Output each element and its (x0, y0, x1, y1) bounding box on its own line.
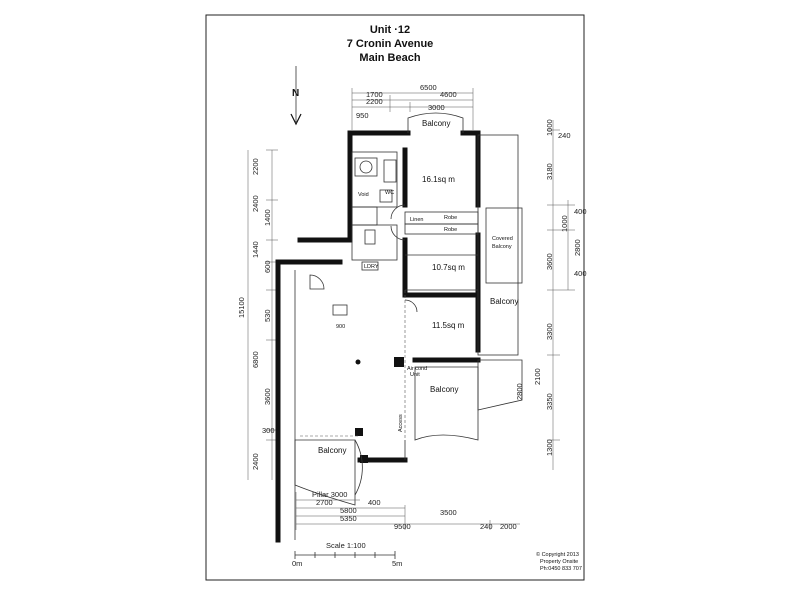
svg-text:5350: 5350 (340, 514, 357, 523)
svg-text:530: 530 (263, 309, 272, 322)
covered-balcony-label-2: Balcony (492, 244, 512, 250)
svg-text:2000: 2000 (500, 522, 517, 531)
copyright-line-3: Ph:0450 833 707 (540, 566, 582, 572)
svg-text:240: 240 (480, 522, 493, 531)
svg-text:4600: 4600 (440, 90, 457, 99)
svg-text:2400: 2400 (251, 195, 260, 212)
linen-label: Linen (410, 217, 423, 223)
svg-text:3600: 3600 (545, 253, 554, 270)
svg-text:2200: 2200 (251, 158, 260, 175)
title-street: 7 Cronin Avenue (347, 38, 434, 50)
svg-text:1000: 1000 (560, 215, 569, 232)
svg-text:950: 950 (356, 111, 369, 120)
svg-text:2700: 2700 (316, 498, 333, 507)
bedroom-2-area: 10.7sq m (432, 263, 465, 272)
balcony-bottom-label: Balcony (318, 446, 346, 455)
balcony-mid-label: Balcony (430, 385, 458, 394)
bedroom-1-area: 16.1sq m (422, 175, 455, 184)
robe-1-label: Robe (444, 215, 457, 221)
balcony-top-label: Balcony (422, 119, 450, 128)
svg-text:400: 400 (574, 207, 587, 216)
copyright-line-2: Property Onsite (540, 559, 578, 565)
svg-text:3500: 3500 (440, 508, 457, 517)
balconies (294, 112, 523, 506)
svg-text:3600: 3600 (263, 388, 272, 405)
aircon-label: Air cond (407, 366, 427, 372)
svg-text:5800: 5800 (340, 506, 357, 515)
svg-text:3300: 3300 (545, 323, 554, 340)
bedroom-3-area: 11.5sq m (432, 321, 465, 330)
access-label: Access (398, 414, 404, 432)
copyright-line-1: © Copyright 2013 (536, 551, 579, 558)
svg-text:Pillar 3000: Pillar 3000 (312, 490, 347, 499)
top-dimensions: 6500 1700 4600 2200 3000 950 (351, 83, 474, 130)
svg-text:3000: 3000 (428, 103, 445, 112)
svg-text:2800: 2800 (515, 383, 524, 400)
svg-text:2100: 2100 (533, 368, 542, 385)
svg-text:2200: 2200 (366, 97, 383, 106)
svg-text:400: 400 (574, 269, 587, 278)
robe-2-label: Robe (444, 227, 457, 233)
svg-text:600: 600 (263, 260, 272, 273)
svg-text:15100: 15100 (237, 297, 246, 318)
svg-text:Scale 1:100: Scale 1:100 (326, 541, 366, 550)
title-unit: Unit ·12 (370, 24, 410, 36)
void-label: Void (358, 192, 369, 198)
title-suburb: Main Beach (359, 52, 420, 64)
svg-text:300: 300 (262, 426, 275, 435)
svg-text:0m: 0m (292, 559, 302, 568)
svg-text:1300: 1300 (545, 439, 554, 456)
ldry-label: LDRY (364, 264, 379, 270)
shelf-900-label: 900 (336, 324, 345, 330)
svg-text:2800: 2800 (573, 239, 582, 256)
svg-text:6500: 6500 (420, 83, 437, 92)
wc-label: WC (385, 190, 394, 196)
svg-text:1400: 1400 (263, 209, 272, 226)
svg-text:1440: 1440 (251, 241, 260, 258)
svg-text:400: 400 (368, 498, 381, 507)
svg-text:3180: 3180 (545, 163, 554, 180)
svg-text:1000: 1000 (545, 119, 554, 136)
north-arrow: N (290, 66, 302, 126)
column-pillar (394, 357, 404, 367)
svg-text:5m: 5m (392, 559, 402, 568)
bottom-dimensions: Pillar 3000 2700 400 5800 3500 5350 9500… (295, 490, 520, 531)
right-dimensions: 1000 240 3180 1000 400 2800 400 3600 330… (515, 119, 587, 470)
svg-text:1700: 1700 (366, 90, 383, 99)
svg-text:6800: 6800 (251, 351, 260, 368)
covered-balcony-label-1: Covered (492, 236, 513, 242)
scale-bar: Scale 1:100 0m 5m (292, 541, 402, 568)
svg-text:9500: 9500 (394, 522, 411, 531)
svg-text:2400: 2400 (251, 453, 260, 470)
aircon-unit-label: Unit (410, 372, 420, 378)
svg-text:3350: 3350 (545, 393, 554, 410)
left-dimensions: 2200 2400 1400 1440 600 15100 530 6800 3… (237, 149, 278, 480)
page-border (205, 14, 585, 581)
svg-text:240: 240 (558, 131, 571, 140)
balcony-right-label: Balcony (490, 297, 518, 306)
